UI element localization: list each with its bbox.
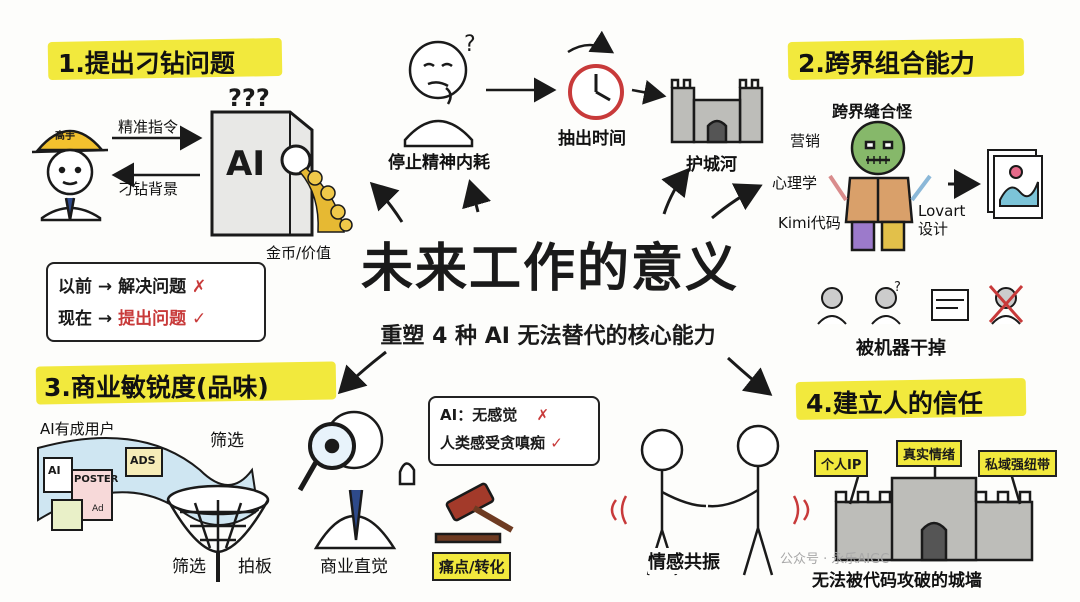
ai-machine-label: AI — [226, 144, 265, 184]
label-coins-value: 金币/价值 — [266, 244, 332, 262]
detective-figure — [297, 410, 416, 550]
monster-title: 跨界缝合怪 — [832, 102, 913, 121]
heading-1: 1.提出刁钻问题 — [58, 49, 235, 78]
flag-real-emotion: 真实情绪 — [896, 440, 963, 467]
check-mark: ✓ — [192, 309, 207, 329]
speech-cross-mark: ✗ — [536, 406, 550, 424]
compare-now-prefix: 现在 → — [58, 309, 119, 329]
heading-3: 3.商业敏锐度(品味) — [44, 373, 269, 402]
label-unbreakable-wall: 无法被代码攻破的城墙 — [812, 571, 982, 591]
poster-title-text: POSTER — [74, 474, 119, 485]
label-tricky-background: 刁钻背景 — [118, 180, 179, 198]
compare-before-text: 以前 → 解决问题 — [58, 277, 187, 297]
design-papers-icon — [987, 149, 1043, 219]
part-kimi-code: Kimi代码 — [778, 214, 841, 232]
label-filter-top: 筛选 — [210, 431, 244, 451]
stitched-monster — [828, 120, 932, 252]
ai-machine — [210, 110, 314, 237]
label-decide: 拍板 — [238, 557, 272, 577]
label-filter-bottom: 筛选 — [172, 557, 206, 577]
speech-human-text: 人类感受贪嗔痴 — [440, 434, 546, 452]
label-precise-instruction: 精准指令 — [118, 118, 179, 136]
replaced-faces — [817, 285, 1024, 325]
handshake-figures — [610, 424, 810, 576]
central-arrows — [337, 167, 773, 396]
heading-2: 2.跨界组合能力 — [798, 49, 975, 78]
poster-ads-text: ADS — [130, 454, 156, 467]
poster-ad-text: Ad — [92, 504, 104, 514]
main-subtitle: 重塑 4 种 AI 无法替代的核心能力 — [380, 324, 716, 349]
label-moat: 护城河 — [686, 155, 737, 175]
heading-4: 4.建立人的信任 — [806, 389, 983, 418]
thinker-figure — [403, 40, 474, 148]
fortress-wall — [834, 460, 1034, 562]
ad-stream — [37, 436, 260, 531]
label-replaced-by-machine: 被机器干掉 — [856, 338, 946, 359]
arrows-worker-ai — [111, 125, 203, 188]
label-free-time: 抽出时间 — [558, 129, 626, 149]
watermark: 公众号 · 永乐AIGC — [780, 552, 890, 567]
flag-private-bond: 私域强纽带 — [978, 450, 1058, 477]
label-stop-rumination: 停止精神内耗 — [388, 153, 490, 173]
time-arrows — [486, 30, 667, 105]
gavel-icon — [434, 482, 514, 544]
speech-human-line: 人类感受贪嗔痴 ✓ — [440, 432, 563, 453]
part-lovart-design: Lovart 设计 — [918, 202, 966, 238]
helmet-label: 高手 — [55, 131, 75, 142]
speech-ai-text: AI：无感觉 — [440, 406, 518, 424]
gavel-tag: 痛点/转化 — [432, 552, 512, 581]
main-title: 未来工作的意义 — [360, 239, 739, 299]
compare-box — [46, 262, 266, 342]
compare-now: 现在 → 提出问题 ✓ — [58, 304, 206, 329]
compare-before: 以前 → 解决问题 ✗ — [58, 272, 206, 297]
label-ai-users: AI有成用户 — [40, 420, 115, 438]
speech-ai-line: AI：无感觉 ✗ — [440, 404, 549, 425]
coin-stream — [298, 167, 353, 233]
label-emotional-resonance: 情感共振 — [648, 548, 720, 574]
part-marketing: 营销 — [790, 132, 821, 150]
flag-personal-ip: 个人IP — [814, 450, 869, 477]
cross-mark: ✗ — [192, 277, 207, 297]
speech-bubble — [428, 396, 600, 466]
compare-now-highlight: 提出问题 — [118, 309, 187, 329]
replaced-question-mark: ? — [894, 280, 901, 295]
machine-question-marks: ??? — [228, 84, 270, 112]
filter-net — [166, 484, 270, 582]
part-psychology: 心理学 — [772, 174, 818, 192]
worker-figure — [31, 129, 109, 222]
clock — [568, 64, 624, 120]
poster-ai-text: AI — [48, 464, 61, 477]
speech-check-mark: ✓ — [550, 434, 563, 452]
castle-moat — [670, 78, 764, 144]
label-business-intuition: 商业直觉 — [320, 557, 388, 577]
thinker-question-mark: ? — [464, 32, 476, 57]
